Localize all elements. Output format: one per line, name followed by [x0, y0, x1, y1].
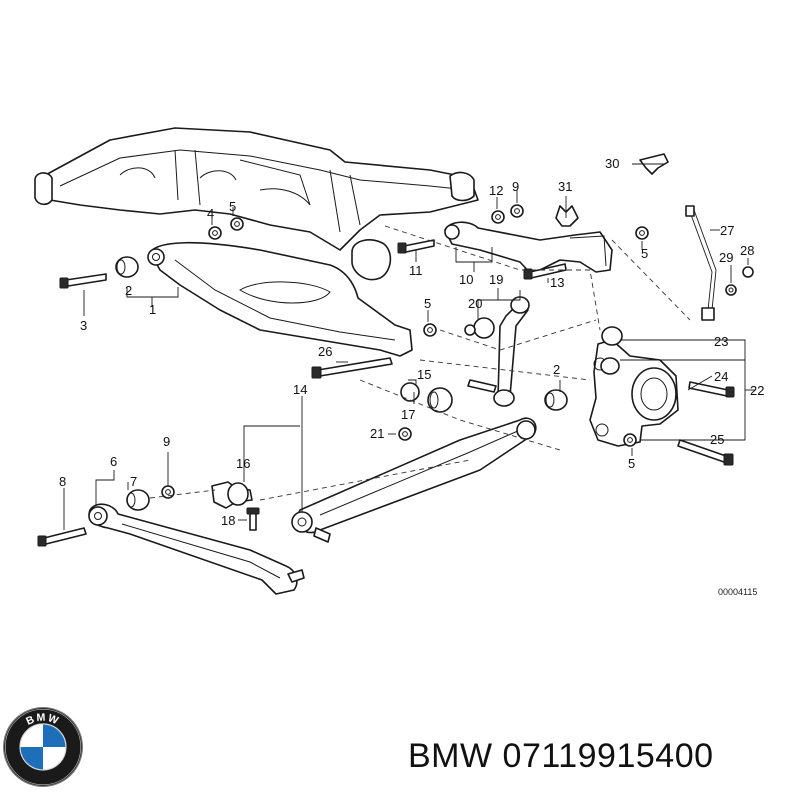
callout-20: 20 — [468, 296, 482, 311]
nut-12 — [491, 210, 505, 224]
bolt-8 — [37, 527, 87, 547]
bolt-13 — [523, 263, 567, 280]
nut-21 — [398, 427, 412, 441]
nut-9a — [510, 204, 524, 218]
nut-5b — [423, 323, 437, 337]
bolt-18 — [246, 507, 260, 531]
part-number-caption: BMW 07119915400 — [408, 737, 714, 775]
callout-28: 28 — [740, 243, 754, 258]
bolt-24 — [688, 381, 735, 398]
callout-7: 7 — [130, 474, 137, 489]
bmw-logo: BMW — [3, 707, 83, 787]
bushing-20 — [464, 317, 495, 339]
callout-25: 25 — [710, 432, 724, 447]
assembly-guide-lines — [149, 225, 691, 501]
callout-22: 22 — [750, 383, 764, 398]
callout-4: 4 — [207, 206, 214, 221]
callout-2: 2 — [553, 362, 560, 377]
callout-numbers: 1 2 2 3 4 5 5 5 5 6 7 8 9 9 10 11 12 13 … — [59, 156, 764, 597]
upper-control-arm-10 — [444, 221, 613, 276]
bushing-15 — [427, 387, 453, 413]
callout-24: 24 — [714, 369, 728, 384]
bushing-23b — [600, 357, 620, 375]
wheel-carrier — [589, 339, 679, 447]
semi-trailing-arm — [147, 241, 413, 357]
bolt-11 — [397, 239, 435, 254]
bolt-toe-link — [467, 379, 497, 393]
bolt-25 — [677, 439, 734, 466]
toe-link-19 — [493, 296, 530, 407]
callout-21: 21 — [370, 426, 384, 441]
callout-10: 10 — [459, 272, 473, 287]
trailing-link-6 — [88, 503, 305, 595]
callout-14: 14 — [293, 382, 307, 397]
callout-8: 8 — [59, 474, 66, 489]
callout-27: 27 — [720, 223, 734, 238]
callout-9: 9 — [512, 179, 519, 194]
callout-16: 16 — [236, 456, 250, 471]
svg-text:BMW: BMW — [24, 712, 61, 728]
lower-control-arm-14 — [291, 417, 537, 543]
callout-1: 1 — [149, 302, 156, 317]
callout-5: 5 — [641, 246, 648, 261]
callout-15: 15 — [417, 367, 431, 382]
bushing-2-right — [544, 389, 568, 411]
bushing-23a — [601, 326, 623, 346]
callout-11: 11 — [409, 263, 423, 278]
callout-30: 30 — [605, 156, 619, 171]
sensor-lead-27 — [685, 205, 717, 321]
bushing-17 — [400, 382, 420, 402]
callout-26: 26 — [318, 344, 332, 359]
callout-5: 5 — [424, 296, 431, 311]
leader-lines — [63, 163, 755, 530]
callout-13: 13 — [550, 275, 564, 290]
bolt-26 — [311, 357, 393, 379]
callout-3: 3 — [80, 318, 87, 333]
nut-5a — [230, 217, 244, 231]
callout-18: 18 — [221, 513, 235, 528]
rear-axle-subframe — [34, 127, 479, 281]
callout-29: 29 — [719, 250, 733, 265]
bolt-3 — [59, 273, 107, 289]
callout-2: 2 — [125, 283, 132, 298]
callout-23: 23 — [714, 334, 728, 349]
nut-4 — [208, 226, 222, 240]
callout-9: 9 — [163, 434, 170, 449]
callout-31: 31 — [558, 179, 572, 194]
logo-text: BMW — [24, 712, 60, 728]
callout-6: 6 — [110, 454, 117, 469]
drawing-number: 00004115 — [718, 587, 757, 597]
callout-5: 5 — [628, 456, 635, 471]
nut-5d — [623, 433, 637, 447]
nut-5c — [635, 226, 649, 240]
nut-28 — [742, 266, 754, 278]
callout-19: 19 — [489, 272, 503, 287]
bushing-2-left — [115, 256, 139, 278]
callout-12: 12 — [489, 183, 503, 198]
callout-5: 5 — [229, 199, 236, 214]
callout-17: 17 — [401, 407, 415, 422]
clip-31 — [555, 205, 579, 227]
bushing-7 — [126, 489, 150, 511]
bushing-16 — [211, 481, 253, 509]
washer-29 — [725, 284, 737, 296]
